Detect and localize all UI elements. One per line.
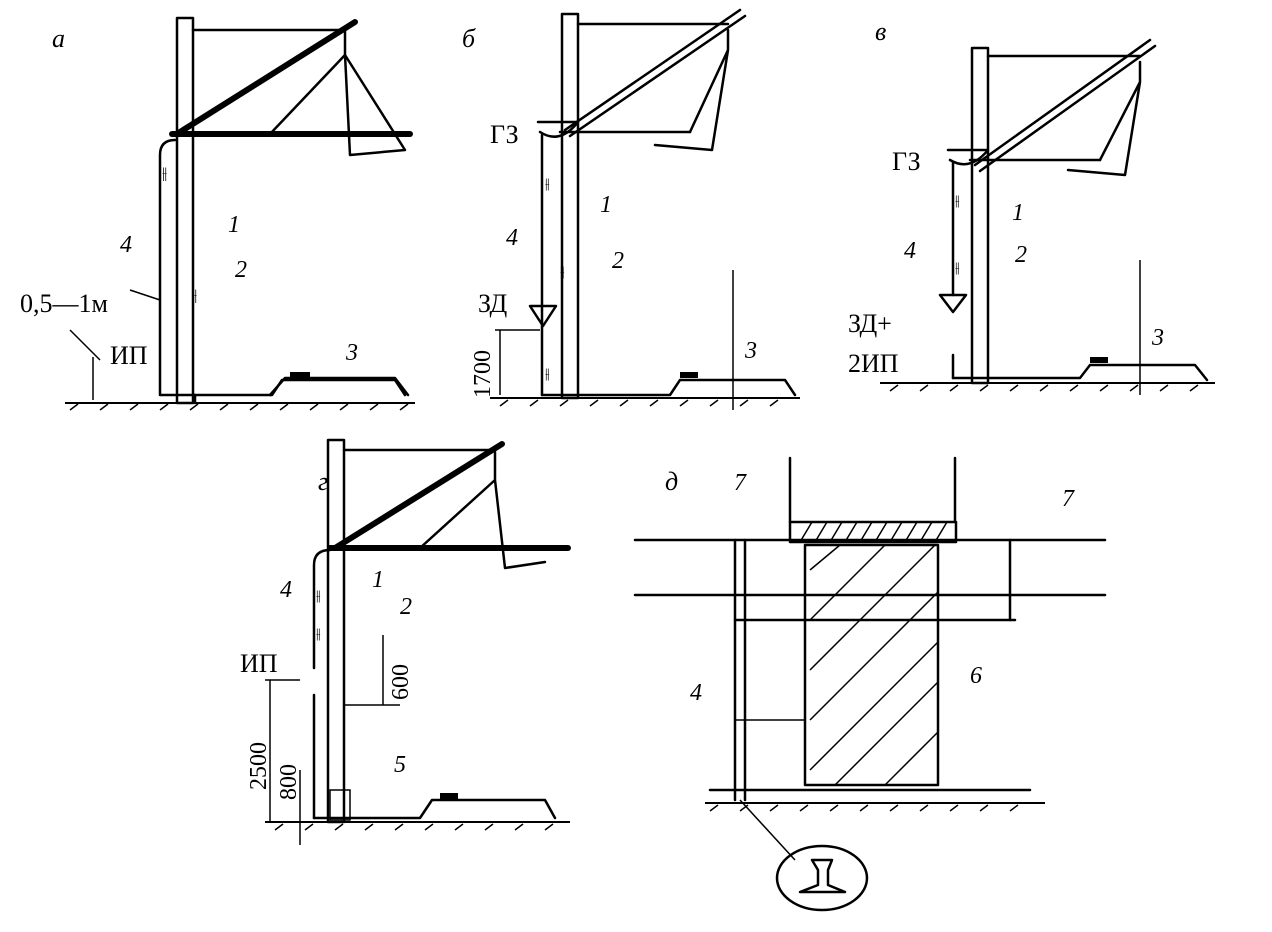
panel-d: д 4 6 7 7 bbox=[633, 456, 1107, 912]
label-2: 2 bbox=[235, 257, 247, 283]
panel-letter: в bbox=[875, 17, 886, 46]
bracket-diagonal bbox=[563, 8, 742, 132]
panel-letter: а bbox=[52, 24, 65, 53]
panel-v: ⫲ ⫲ в 1 2 3 4 ГЗ ЗД+ 2ИП bbox=[848, 17, 1215, 395]
panel-letter: д bbox=[665, 467, 678, 496]
beam bbox=[788, 520, 958, 544]
leader-line bbox=[69, 329, 101, 361]
bracket-diagonal-2 bbox=[978, 44, 1157, 173]
gz-label: ГЗ bbox=[490, 120, 519, 149]
zd-icon bbox=[528, 304, 558, 328]
spark-gap-icon: ⫲ bbox=[192, 287, 197, 304]
label-3: 3 bbox=[1151, 325, 1164, 351]
panel-letter: б bbox=[462, 24, 476, 53]
mast bbox=[175, 16, 195, 405]
catenary-wires bbox=[418, 450, 547, 570]
spark-gap-icon: ⫲ bbox=[560, 265, 565, 280]
mast-hatch bbox=[809, 544, 939, 786]
panel-a: ⫲ ⫲ а 1 2 3 4 0,5—1м ИП bbox=[20, 16, 415, 411]
label-7-right: 7 bbox=[1062, 486, 1075, 512]
pad-5 bbox=[329, 789, 351, 821]
label-4: 4 bbox=[120, 232, 132, 258]
spark-gap-icon: ⫲ bbox=[316, 627, 321, 642]
spark-gap-icon: ⫲ bbox=[955, 261, 960, 276]
dim-800: 800 bbox=[276, 764, 302, 800]
rail-profile-circle bbox=[775, 844, 869, 912]
mast bbox=[326, 438, 346, 824]
rail-bed bbox=[951, 363, 1209, 382]
rail-profile-icon bbox=[798, 858, 847, 894]
label-7-left: 7 bbox=[734, 470, 747, 496]
beam-hatch bbox=[799, 521, 948, 543]
label-3: 3 bbox=[744, 338, 757, 364]
height-label: 1700 bbox=[470, 350, 496, 398]
label-2: 2 bbox=[1015, 242, 1027, 268]
zd-icon bbox=[938, 293, 968, 314]
gz-clamp bbox=[536, 120, 580, 138]
rail bbox=[440, 793, 458, 799]
label-2: 2 bbox=[612, 248, 624, 274]
bracket-diagonal bbox=[973, 38, 1152, 167]
label-3: 3 bbox=[345, 340, 358, 366]
label-1: 1 bbox=[372, 567, 384, 593]
spark-gap-icon: ⫲ bbox=[162, 165, 167, 182]
ground-hatch bbox=[709, 804, 1019, 812]
catenary-wires bbox=[1066, 60, 1142, 177]
ground-hatch bbox=[499, 399, 779, 407]
label-4: 4 bbox=[690, 680, 702, 706]
dim-600: 600 bbox=[388, 664, 414, 700]
spark-gap-icon: ⫲ bbox=[545, 367, 550, 382]
ground-hatch bbox=[69, 403, 409, 411]
bracket-diagonal bbox=[177, 19, 358, 135]
gz-label: ГЗ bbox=[892, 147, 921, 176]
spark-gap-icon: ⫲ bbox=[545, 177, 550, 192]
dim-2500: 2500 bbox=[246, 742, 272, 790]
rail bbox=[1090, 357, 1108, 363]
bracket-diagonal-2 bbox=[568, 14, 747, 138]
spark-gap-icon: ⫲ bbox=[316, 589, 321, 604]
ip-label: ИП bbox=[240, 649, 278, 678]
mast-6 bbox=[803, 543, 940, 787]
leader-line bbox=[129, 289, 161, 301]
mast bbox=[560, 12, 580, 400]
catenary-wires bbox=[268, 53, 407, 157]
ground-hatch bbox=[889, 384, 1199, 392]
label-5: 5 bbox=[394, 752, 406, 778]
catenary-wires bbox=[653, 28, 730, 152]
panel-letter: г bbox=[318, 467, 328, 496]
rail bbox=[680, 372, 698, 378]
bracket-diagonal bbox=[332, 441, 505, 551]
mast bbox=[970, 46, 990, 385]
label-1: 1 bbox=[600, 192, 612, 218]
label-4: 4 bbox=[904, 238, 916, 264]
ip-label: 2ИП bbox=[848, 349, 899, 378]
rail bbox=[290, 372, 310, 378]
rail-bed bbox=[540, 378, 797, 397]
zd-label: ЗД bbox=[478, 289, 507, 318]
spark-gap-icon: ⫲ bbox=[955, 194, 960, 209]
grounding-wire bbox=[312, 548, 332, 670]
rail-bed bbox=[268, 376, 410, 397]
label-2: 2 bbox=[400, 594, 412, 620]
leader-line bbox=[739, 799, 796, 861]
label-6: 6 bbox=[970, 663, 982, 689]
label-4: 4 bbox=[280, 577, 292, 603]
ip-label: ИП bbox=[110, 341, 148, 370]
label-1: 1 bbox=[1012, 200, 1024, 226]
distance-label: 0,5—1м bbox=[20, 289, 108, 318]
grounding-wire bbox=[158, 138, 407, 397]
label-1: 1 bbox=[228, 212, 240, 238]
panel-g: ⫲ ⫲ г 1 2 4 5 ИП 600 2500 800 bbox=[240, 438, 571, 845]
label-4: 4 bbox=[506, 225, 518, 251]
rail-bed bbox=[312, 798, 557, 820]
panel-b: ⫲ ⫲ ⫲ б 1 2 3 4 ГЗ ЗД 1700 bbox=[462, 8, 800, 410]
zd-label: ЗД+ bbox=[848, 309, 892, 338]
ground-hatch bbox=[274, 823, 554, 831]
